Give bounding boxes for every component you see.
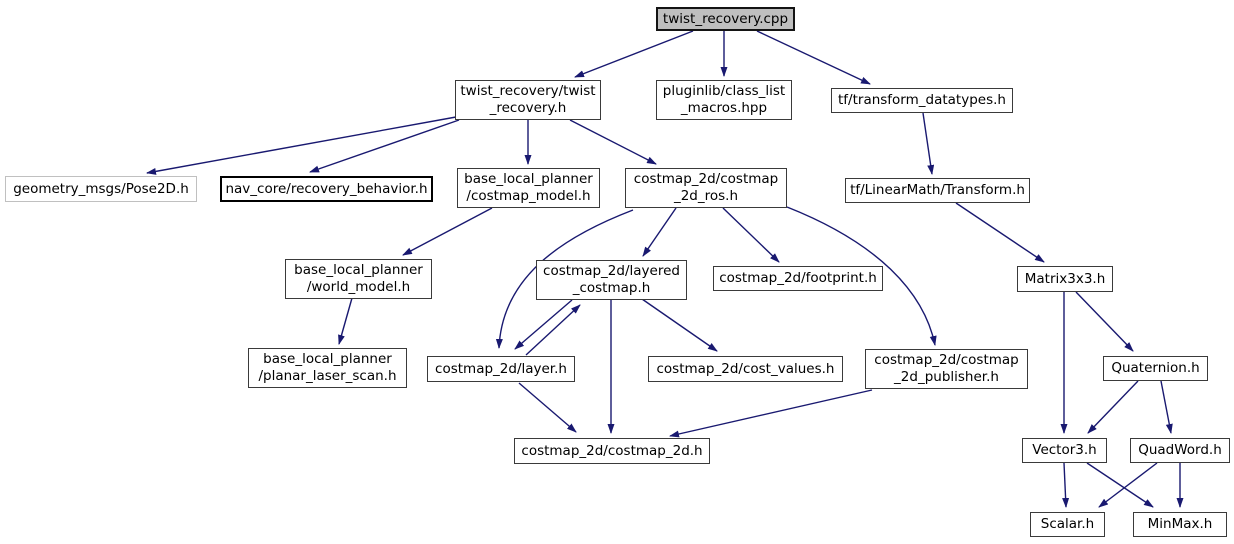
node-costmap-2d-costmap-2d-ros[interactable]: costmap_2d/costmap _2d_ros.h (625, 168, 787, 208)
edge-publisher-to-costmap-2d (669, 389, 873, 438)
edge-quaternion-to-vector3 (1087, 380, 1139, 434)
node-base-local-planner-costmap-model[interactable]: base_local_planner /costmap_model.h (457, 168, 600, 208)
node-minmax[interactable]: MinMax.h (1133, 512, 1227, 537)
node-quadword[interactable]: QuadWord.h (1130, 438, 1230, 463)
node-costmap-2d-costmap-2d[interactable]: costmap_2d/costmap_2d.h (514, 438, 710, 464)
edge-cpp-to-transform-datatypes (756, 30, 871, 85)
edge-costmap-2d-ros-to-footprint (722, 207, 780, 263)
node-twist-recovery-h[interactable]: twist_recovery/twist _recovery.h (455, 80, 601, 120)
node-vector3[interactable]: Vector3.h (1022, 438, 1107, 463)
node-costmap-2d-cost-values[interactable]: costmap_2d/cost_values.h (648, 356, 843, 382)
edge-costmap-2d-ros-to-layered-costmap (642, 207, 677, 257)
edge-linearmath-transform-to-matrix3x3 (955, 202, 1045, 263)
edge-layer-to-layered-costmap (525, 304, 581, 356)
edge-matrix3x3-to-quaternion (1075, 291, 1134, 352)
edge-twist-recovery-h-to-recovery-behavior (309, 119, 460, 173)
node-tf-transform-datatypes[interactable]: tf/transform_datatypes.h (831, 88, 1013, 113)
edge-costmap-model-to-world-model (402, 207, 493, 256)
edge-cpp-to-twist-recovery-h (574, 30, 694, 78)
edge-vector3-to-minmax (1086, 462, 1154, 508)
node-quaternion[interactable]: Quaternion.h (1103, 356, 1208, 381)
node-scalar[interactable]: Scalar.h (1030, 512, 1105, 537)
node-geometry-msgs-pose2d: geometry_msgs/Pose2D.h (5, 176, 197, 202)
edge-layered-costmap-to-layer (514, 299, 573, 350)
node-pluginlib-class-list-macros[interactable]: pluginlib/class_list _macros.hpp (656, 80, 792, 120)
node-costmap-2d-layer[interactable]: costmap_2d/layer.h (427, 356, 575, 382)
node-costmap-2d-footprint[interactable]: costmap_2d/footprint.h (713, 266, 883, 291)
node-twist-recovery-cpp: twist_recovery.cpp (656, 7, 795, 31)
edge-vector3-to-scalar (1062, 462, 1070, 508)
edge-layer-to-costmap-2d (518, 382, 577, 433)
node-base-local-planner-planar-laser-scan[interactable]: base_local_planner /planar_laser_scan.h (248, 348, 407, 388)
node-costmap-2d-publisher[interactable]: costmap_2d/costmap _2d_publisher.h (865, 349, 1028, 389)
edge-layered-costmap-to-cost-values (641, 298, 718, 352)
edge-world-model-to-planar-laser-scan (338, 297, 353, 345)
node-matrix3x3[interactable]: Matrix3x3.h (1017, 266, 1113, 292)
edge-transform-datatypes-to-linearmath-transform (922, 112, 935, 175)
node-base-local-planner-world-model[interactable]: base_local_planner /world_model.h (285, 259, 432, 299)
edge-twist-recovery-h-to-costmap-2d-ros (569, 119, 657, 165)
node-nav-core-recovery-behavior[interactable]: nav_core/recovery_behavior.h (220, 176, 433, 202)
node-costmap-2d-layered-costmap[interactable]: costmap_2d/layered _costmap.h (536, 260, 687, 300)
edge-quaternion-to-quadword (1160, 380, 1173, 434)
edge-quadword-to-scalar (1098, 462, 1158, 508)
node-tf-linearmath-transform[interactable]: tf/LinearMath/Transform.h (845, 178, 1030, 203)
edge-twist-recovery-h-to-pose2d (146, 116, 457, 175)
